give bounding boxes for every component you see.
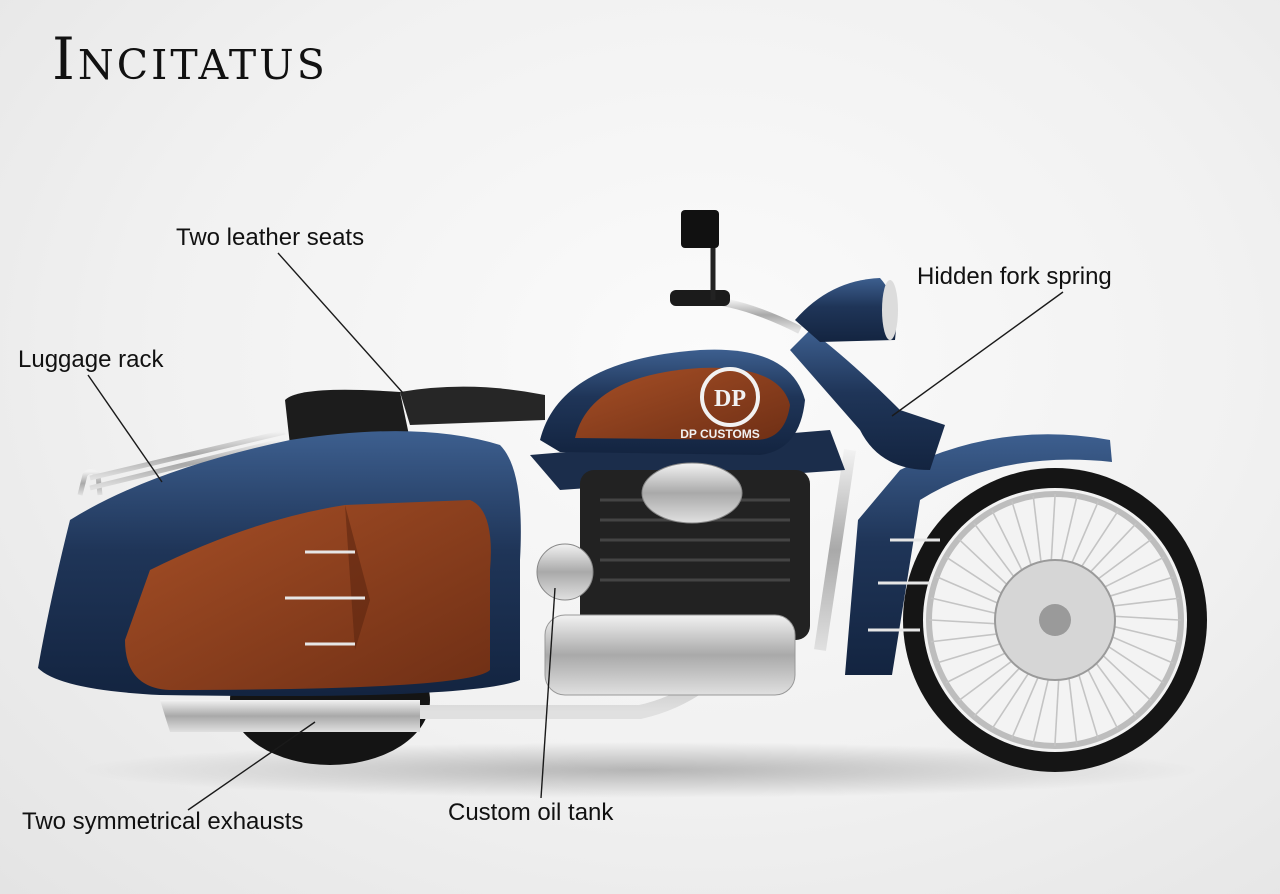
- label-fork-spring: Hidden fork spring: [917, 263, 1112, 290]
- saddlebag: [38, 431, 521, 696]
- fork-cover: [790, 330, 945, 470]
- front-wheel: [903, 468, 1207, 772]
- tank-logo-ring: [700, 367, 760, 427]
- oil-tank: [536, 543, 594, 601]
- fork-leg: [814, 449, 856, 651]
- tank-logo-monogram: DP: [714, 386, 746, 412]
- luggage-rack: [77, 429, 286, 496]
- fuel-tank: [540, 349, 805, 455]
- label-oil-tank: Custom oil tank: [448, 799, 614, 826]
- label-luggage-rack: Luggage rack: [18, 346, 164, 373]
- headlight-housing: [795, 278, 896, 342]
- page-title: Incitatus: [52, 25, 328, 93]
- handlebar: [670, 210, 802, 334]
- front-fender: [845, 434, 1112, 675]
- engine: [536, 462, 810, 696]
- label-leather-seats: Two leather seats: [176, 224, 365, 251]
- tank-logo-text: DP CUSTOMS: [680, 427, 760, 441]
- label-exhausts: Two symmetrical exhausts: [22, 808, 304, 835]
- leather-seats: [285, 386, 545, 445]
- leader-lines: [87, 252, 1064, 811]
- fender-trim: [868, 538, 940, 632]
- mirror: [681, 210, 719, 248]
- headlight: [882, 280, 898, 340]
